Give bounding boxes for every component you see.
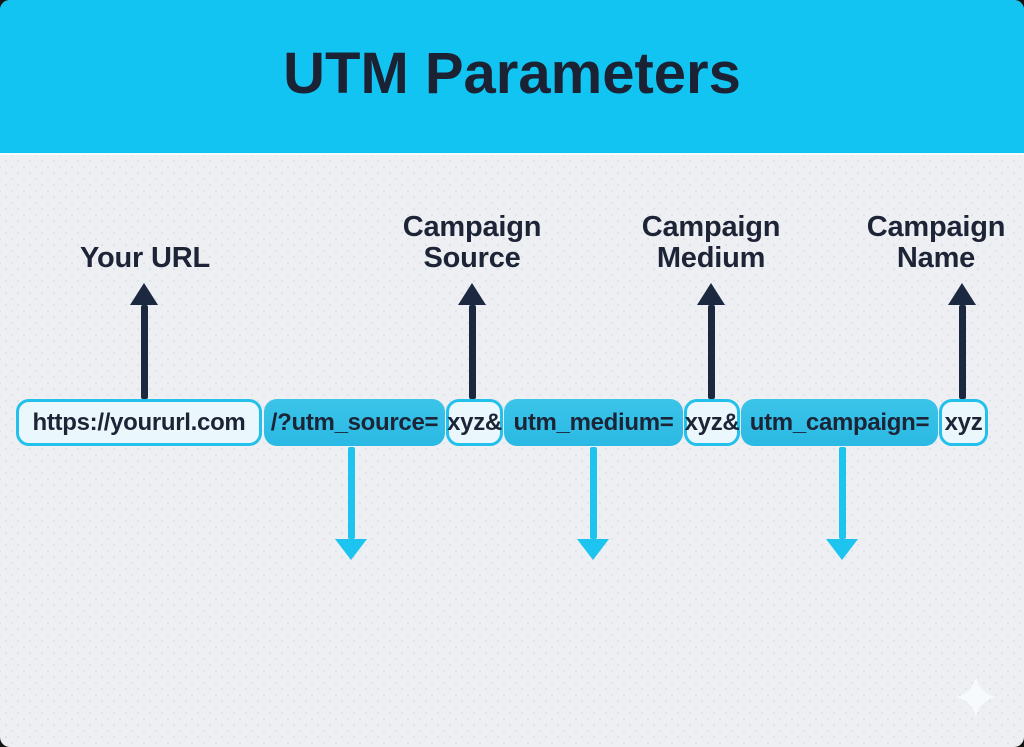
url-segment-source-value: xyz& <box>446 399 503 446</box>
header-banner: UTM Parameters <box>0 0 1024 155</box>
label-campaign-name: Campaign Name <box>866 211 1006 274</box>
label-your-url: Your URL <box>80 242 210 274</box>
url-segment-base-url: https://yoururl.com <box>16 399 262 446</box>
url-segment-utm-source: /?utm_source= <box>264 399 445 446</box>
down-arrow-utm-campaign-icon <box>826 447 858 560</box>
up-arrow-your-url-icon <box>130 283 158 399</box>
down-arrow-utm-medium-icon <box>577 447 609 560</box>
label-campaign-source: Campaign Source <box>402 211 542 274</box>
label-campaign-medium: Campaign Medium <box>641 211 781 274</box>
url-segment-utm-medium: utm_medium= <box>504 399 683 446</box>
url-segment-medium-value: xyz& <box>684 399 740 446</box>
down-arrow-utm-source-icon <box>335 447 367 560</box>
page-title: UTM Parameters <box>283 41 741 106</box>
up-arrow-campaign-name-icon <box>948 283 976 399</box>
url-segment-utm-campaign: utm_campaign= <box>741 399 938 446</box>
up-arrow-campaign-source-icon <box>458 283 486 399</box>
up-arrow-campaign-medium-icon <box>697 283 725 399</box>
sparkle-star-icon <box>956 677 996 717</box>
url-segment-campaign-value: xyz <box>939 399 988 446</box>
